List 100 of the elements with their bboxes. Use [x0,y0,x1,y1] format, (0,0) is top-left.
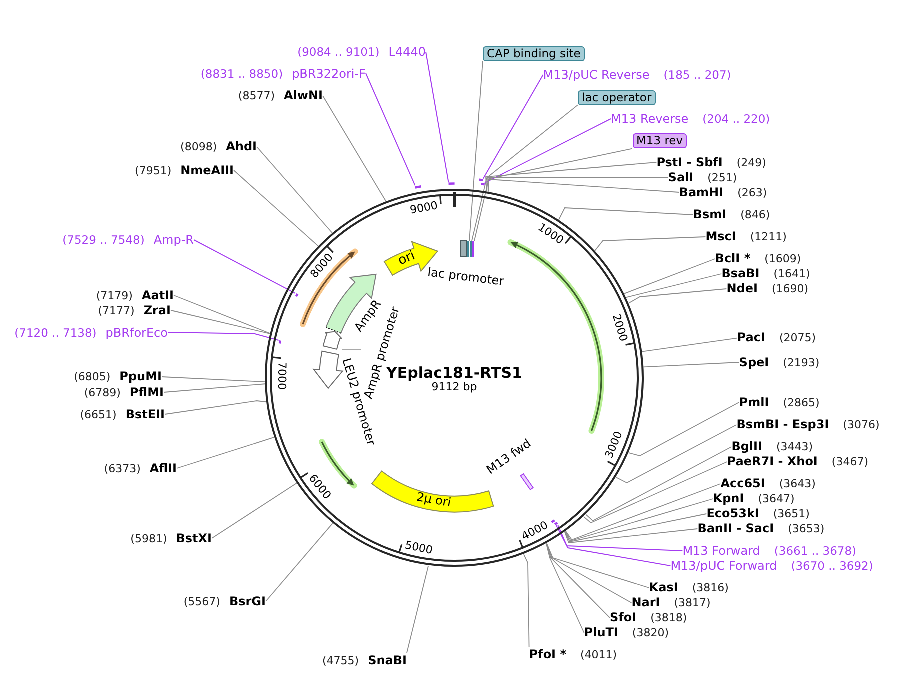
primer-name: M13 Forward [682,544,760,558]
enzyme-name: BsmI [693,208,727,222]
leader-line [426,52,450,184]
enzyme-name: PstI - SbfI [656,155,723,169]
enzyme-name: AlwNI [284,88,323,102]
enzyme-name: BsrGI [229,594,266,608]
leader-line [168,332,280,341]
cut-position: (2075) [779,332,816,346]
cut-position: (3820) [632,626,669,640]
feature-name: lac promoter [427,265,505,289]
plasmid-size: 9112 bp [432,380,478,394]
cut-position: (3643) [779,478,816,492]
enzyme-name: PflMI [130,385,164,399]
backbone-ring [265,189,644,568]
leader-line [406,566,430,654]
cut-position: (8098) [180,140,218,154]
primer-range: (7529 .. 7548) [62,233,145,247]
feature-name: M13 fwd [484,436,534,478]
cut-position: (2193) [783,356,820,370]
enzyme-name: MscI [706,230,736,244]
plasmid-name: YEplac181-RTS1 [386,364,522,382]
enzyme-name: BstXI [176,531,212,545]
leader-line [564,514,708,543]
feature-label: M13 rev [632,134,688,149]
cut-position: (2865) [783,396,820,410]
leader-line [482,74,544,180]
enzyme-name: SnaBI [368,653,407,667]
cut-position: (7177) [98,304,135,318]
enzyme-name: SfoI [610,610,637,624]
primer-mark [278,340,282,344]
feature-label: lac operator [578,90,656,106]
enzyme-name: BclI * [715,252,751,266]
leader-line [565,498,714,542]
leader-line [162,376,266,382]
cut-position: (3653) [788,522,825,536]
cut-position: (6651) [80,408,117,422]
enzyme-name: AatII [142,288,174,302]
primer-name: pBRforEco [106,326,168,340]
leader-line [322,96,387,202]
cut-position: (3076) [843,418,880,432]
enzyme-name: PluTI [584,626,618,640]
scale-label: 7000 [274,362,288,390]
enzyme-name: SpeI [739,355,770,369]
cut-position: (6805) [74,370,111,384]
enzyme-name: BsaBI [722,266,760,280]
cut-position: (6789) [84,386,121,400]
enzyme-name: BstEII [126,407,165,421]
feature-mark [470,241,472,257]
primer-range: (3670 .. 3692) [791,559,874,573]
enzyme-name: Eco53kI [706,506,760,520]
enzyme-name: BanII - SacI [698,522,774,536]
leader-line [643,362,740,368]
cut-position: (7951) [135,164,172,178]
primer-range: (9084 .. 9101) [298,45,380,59]
cut-position: (263) [738,186,768,200]
leader-line [486,178,669,192]
primer-mark [551,520,556,524]
enzyme-name: AflII [150,461,177,475]
leader-line [628,402,740,456]
leader-line [194,240,296,294]
primer-range: (3661 .. 3678) [774,544,857,558]
leader-line [583,462,728,524]
scale-label: 3000 [602,430,626,461]
cut-position: (846) [740,208,770,222]
leader-line [616,424,738,484]
cut-position: (3443) [776,440,814,454]
cut-position: (3467) [832,456,868,470]
scale-label: 5000 [404,538,434,557]
enzyme-name: BsmBI - Esp3I [736,418,830,432]
primer-range: (185 .. 207) [664,68,732,82]
primer-mark [295,293,299,298]
primer-mark [448,182,455,185]
leader-line [484,118,612,184]
leader-line [342,349,362,350]
leader-line [174,295,271,334]
leader-line [554,522,672,566]
leader-line [474,148,633,242]
enzyme-name: PmlI [739,395,770,409]
cut-position: (1609) [764,252,802,266]
promoter-feature [313,350,344,389]
feature-label: CAP binding site [483,46,585,61]
leader-line [546,543,610,618]
leader-line [234,170,319,247]
leader-line [256,146,333,234]
leader-line [642,338,738,352]
leader-line [523,554,530,648]
enzyme-name: NmeAIII [180,163,234,177]
primer-range: (8831 .. 8850) [200,66,284,80]
cut-position: (3647) [758,492,795,506]
enzyme-name: SalI [668,170,694,184]
cut-position: (5981) [130,532,168,546]
primer-name: pBR322ori-F [292,66,366,80]
feature-name: ori [396,248,418,270]
scale-label: 9000 [408,199,439,218]
leader-line [628,288,728,304]
leader-line [566,484,722,541]
cut-position: (251) [708,172,738,186]
primer-name: L4440 [388,45,426,59]
leader-line [546,544,585,634]
primer-name: M13 Reverse [611,112,689,126]
